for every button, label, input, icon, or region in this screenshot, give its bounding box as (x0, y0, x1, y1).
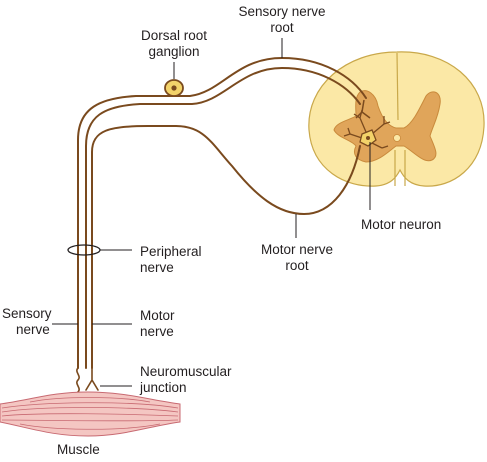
label-line: Sensory nerve (238, 4, 326, 19)
label-line: Sensory (2, 306, 52, 321)
label-dorsal-root-ganglion: Dorsal root ganglion (134, 28, 214, 60)
label-line: junction (140, 380, 187, 395)
label-line: Motor (140, 308, 175, 323)
ganglion-nucleus (171, 85, 177, 91)
sensory-branch-inner (85, 66, 361, 369)
white-matter (308, 51, 485, 187)
label-line: Dorsal root (140, 28, 208, 43)
label-line: ganglion (148, 44, 200, 59)
label-line: Neuromuscular (140, 364, 232, 379)
muscle-fibers (1, 397, 179, 430)
label-line: nerve (140, 324, 174, 339)
label-line: Peripheral (140, 244, 202, 259)
label-line: nerve (140, 260, 174, 275)
dorsal-root-ganglion (164, 79, 184, 97)
label-line: Motor nerve (260, 242, 334, 257)
neuron-nucleus (366, 136, 370, 140)
grey-matter (333, 90, 441, 163)
label-muscle: Muscle (57, 442, 100, 458)
spinal-cord (308, 51, 485, 187)
label-motor-nerve-root: Motor nerve root (252, 242, 342, 274)
label-sensory-nerve: Sensory nerve (2, 306, 52, 338)
motor-neuron-cell (343, 109, 391, 149)
label-line: root (270, 20, 294, 35)
label-line: nerve (16, 322, 50, 337)
muscle (0, 391, 181, 437)
label-peripheral-nerve: Peripheral nerve (140, 244, 202, 276)
anterior-median-fissure (394, 150, 406, 186)
label-neuromuscular-junction: Neuromuscular junction (140, 364, 232, 396)
leader-lines (52, 38, 371, 387)
sensory-branch-outer (77, 56, 367, 369)
label-line: root (285, 258, 309, 273)
central-canal (393, 134, 401, 142)
label-motor-nerve: Motor nerve (140, 308, 175, 340)
motor-branch (91, 125, 361, 369)
label-sensory-nerve-root: Sensory nerve root (232, 4, 332, 36)
peripheral-nerve-ring (67, 244, 101, 256)
neuromuscular-fork (85, 367, 99, 391)
label-motor-neuron: Motor neuron (361, 217, 441, 233)
sensory-ending (76, 367, 80, 393)
posterior-median-sulcus (396, 52, 399, 121)
label-line: Muscle (57, 442, 100, 457)
nerve-pathway (76, 56, 367, 393)
neuron-dendrites (343, 109, 391, 149)
label-line: Motor neuron (361, 217, 442, 232)
